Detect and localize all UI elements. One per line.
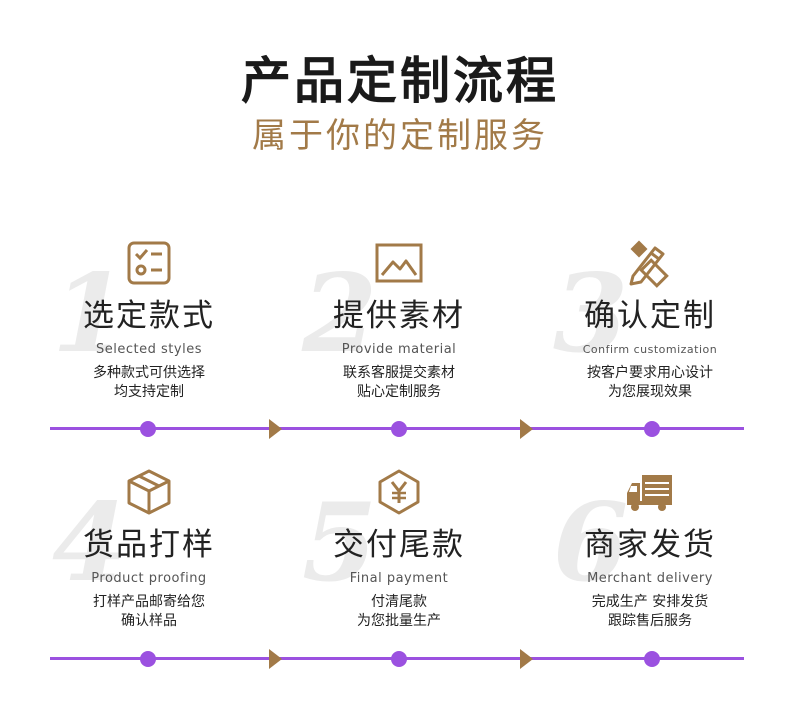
step-english: Merchant delivery [587,571,713,586]
desc-line: 贴心定制服务 [357,384,441,400]
timeline-dot [391,651,407,667]
page-title: 产品定制流程 [241,52,559,110]
step-title: 商家发货 [584,527,716,563]
desc-line: 完成生产 安排发货 [591,594,709,610]
step-english: Confirm customization [582,343,718,356]
desc-line: 付清尾款 [371,594,427,610]
image-icon [374,238,424,288]
step-description: 打样产品邮寄给您 确认样品 [52,593,246,631]
step-title: 确认定制 [584,298,716,334]
step-number: 4 [52,480,128,606]
step-description: 按客户要求用心设计 为您展现效果 [553,364,747,402]
step-select-style: 1 选定款式 Selected styles 多种款式可供选择 均支持定制 [52,238,272,428]
timeline-dot [140,421,156,437]
timeline-dot [140,651,156,667]
desc-line: 为您批量生产 [357,613,441,629]
step-english: Final payment [349,571,449,586]
step-english: Provide material [341,342,457,357]
step-number: 1 [52,251,128,377]
step-number: 2 [302,251,378,377]
desc-line: 多种款式可供选择 [93,365,205,381]
desc-line: 为您展现效果 [608,384,692,400]
page-subtitle: 属于你的定制服务 [252,116,548,156]
timeline-arrow [520,419,533,439]
package-icon [124,467,174,517]
step-english: Selected styles [96,342,202,357]
timeline-dot [391,421,407,437]
step-description: 付清尾款 为您批量生产 [302,593,496,631]
desc-line: 联系客服提交素材 [343,365,455,381]
step-description: 完成生产 安排发货 跟踪售后服务 [553,593,747,631]
timeline-dot [644,421,660,437]
step-confirm-customization: 3 确认定制 Confirm customization 按客户要求用心设计 为… [553,238,773,428]
step-number: 3 [553,251,629,377]
desc-line: 均支持定制 [114,384,184,400]
desc-line: 打样产品邮寄给您 [93,594,205,610]
step-title: 货品打样 [83,527,215,563]
step-title: 交付尾款 [333,527,465,563]
step-description: 多种款式可供选择 均支持定制 [52,364,246,402]
checklist-icon [124,238,174,288]
step-provide-material: 2 提供素材 Provide material 联系客服提交素材 贴心定制服务 [302,238,522,428]
desc-line: 确认样品 [121,613,177,629]
step-english: Product proofing [91,571,207,586]
timeline-arrow [269,649,282,669]
step-title: 提供素材 [333,298,465,334]
step-product-proofing: 4 货品打样 Product proofing 打样产品邮寄给您 确认样品 [52,467,272,657]
timeline-dot [644,651,660,667]
yen-icon [374,467,424,517]
pencil-ruler-icon [625,238,675,288]
desc-line: 跟踪售后服务 [608,613,692,629]
step-number: 5 [302,480,378,606]
timeline-arrow [269,419,282,439]
desc-line: 按客户要求用心设计 [587,365,713,381]
step-final-payment: 5 交付尾款 Final payment 付清尾款 为您批量生产 [302,467,522,657]
timeline-arrow [520,649,533,669]
truck-icon [625,467,675,517]
step-merchant-delivery: 6 商家发货 Merchant delivery 完成生产 安排发货 跟踪售后服… [553,467,773,657]
step-number: 6 [553,480,629,606]
step-title: 选定款式 [83,298,215,334]
step-description: 联系客服提交素材 贴心定制服务 [302,364,496,402]
